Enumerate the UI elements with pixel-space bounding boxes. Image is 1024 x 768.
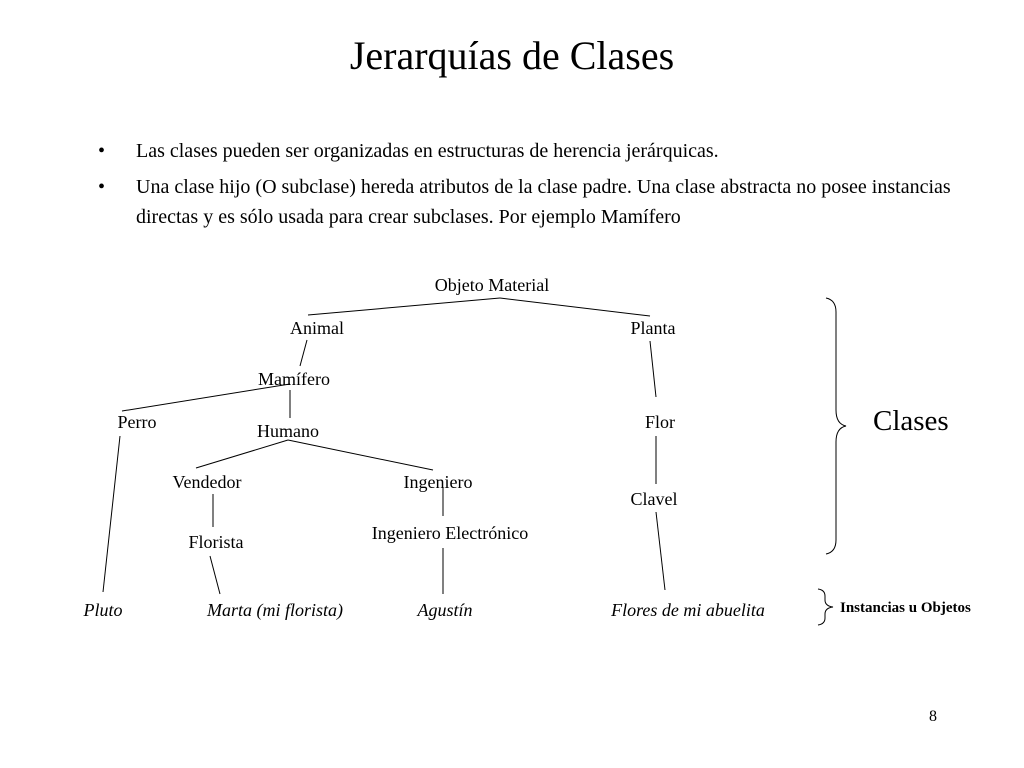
node-ingeniero-electronico: Ingeniero Electrónico <box>372 523 528 543</box>
node-marta: Marta (mi florista) <box>206 600 343 621</box>
edges <box>102 297 666 595</box>
node-pluto: Pluto <box>83 600 123 620</box>
bullet-mark: • <box>98 176 106 198</box>
node-animal: Animal <box>290 318 344 338</box>
node-planta: Planta <box>631 318 676 338</box>
bullet-item: • Las clases pueden ser organizadas en e… <box>98 136 958 166</box>
node-florista: Florista <box>188 532 243 552</box>
node-humano: Humano <box>257 421 319 441</box>
group-label-classes: Clases <box>873 405 949 437</box>
edge-objeto-planta <box>499 297 651 317</box>
edge-humano-vendedor <box>195 439 289 469</box>
group-braces: Clases Instancias u Objetos <box>817 297 971 626</box>
bullet-list: • Las clases pueden ser organizadas en e… <box>98 136 958 238</box>
node-perro: Perro <box>118 412 157 432</box>
instances-brace-icon <box>817 588 834 626</box>
bullet-mark: • <box>98 140 106 162</box>
node-flor: Flor <box>645 412 675 432</box>
page-number: 8 <box>929 708 937 725</box>
edge-clavel-flores <box>655 511 666 591</box>
node-agustin: Agustín <box>416 600 472 620</box>
edge-mamifero-perro <box>121 383 291 412</box>
node-objeto-material: Objeto Material <box>435 275 549 295</box>
instance-nodes: Pluto Marta (mi florista) Agustín Flores… <box>83 600 765 621</box>
node-flores: Flores de mi abuelita <box>610 600 765 620</box>
edge-perro-pluto <box>102 435 121 593</box>
node-ingeniero: Ingeniero <box>404 472 473 492</box>
edge-objeto-animal <box>307 297 501 316</box>
classes-brace-icon <box>825 297 847 555</box>
node-vendedor: Vendedor <box>173 472 242 492</box>
node-clavel: Clavel <box>631 489 678 509</box>
bullet-item: • Una clase hijo (O subclase) hereda atr… <box>98 172 958 232</box>
slide-title: Jerarquías de Clases <box>349 33 675 78</box>
edge-florista-marta <box>209 555 221 595</box>
class-nodes: Objeto Material Animal Planta Mamífero P… <box>118 275 678 552</box>
edge-humano-ingeniero <box>287 439 434 471</box>
edge-animal-mamifero <box>299 339 308 367</box>
bullet-text: Una clase hijo (O subclase) hereda atrib… <box>136 176 951 228</box>
group-label-instances: Instancias u Objetos <box>840 600 971 616</box>
node-mamifero: Mamífero <box>258 369 330 389</box>
bullet-text: Las clases pueden ser organizadas en est… <box>136 140 719 162</box>
edge-planta-flor <box>649 340 657 398</box>
